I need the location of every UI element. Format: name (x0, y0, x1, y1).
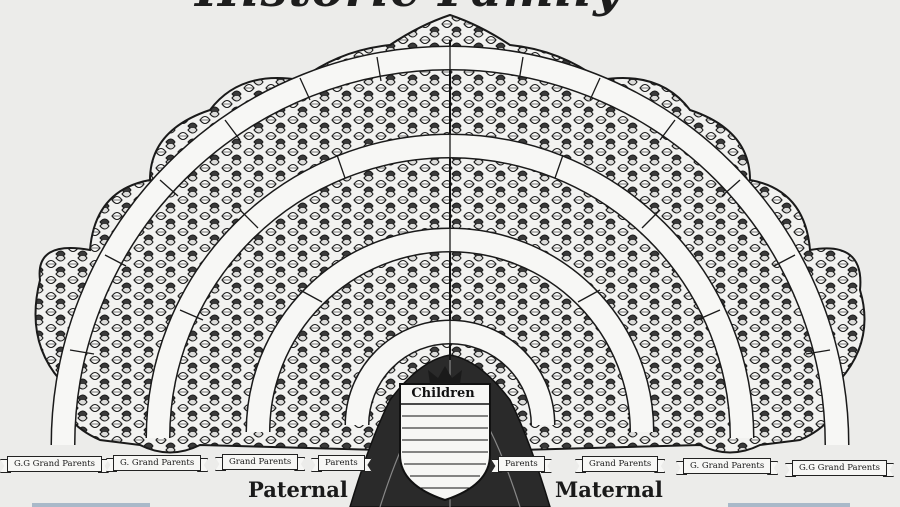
banner-maternal-grandparents: Grand Parents (575, 456, 666, 473)
banner-paternal-grandparents: Grand Parents (215, 454, 306, 471)
banner-maternal-parents: Parents (491, 456, 552, 473)
chart-title: Historic Family (195, 0, 622, 18)
banner-paternal-g-grandparents: G. Grand Parents (106, 455, 209, 472)
banner-paternal-parents: Parents (311, 455, 372, 472)
shield-crest (399, 366, 491, 502)
banner-paternal-gg-grandparents: G.G Grand Parents (0, 456, 109, 473)
side-label-paternal: Paternal (248, 477, 348, 502)
banner-maternal-gg-grandparents: G.G Grand Parents (785, 460, 894, 477)
side-label-maternal: Maternal (555, 477, 663, 502)
bottom-edge-tab-left (32, 503, 150, 507)
banner-maternal-g-grandparents: G. Grand Parents (676, 458, 779, 475)
bottom-edge-tab-right (728, 503, 850, 507)
shield-label-children: Children (411, 386, 475, 401)
